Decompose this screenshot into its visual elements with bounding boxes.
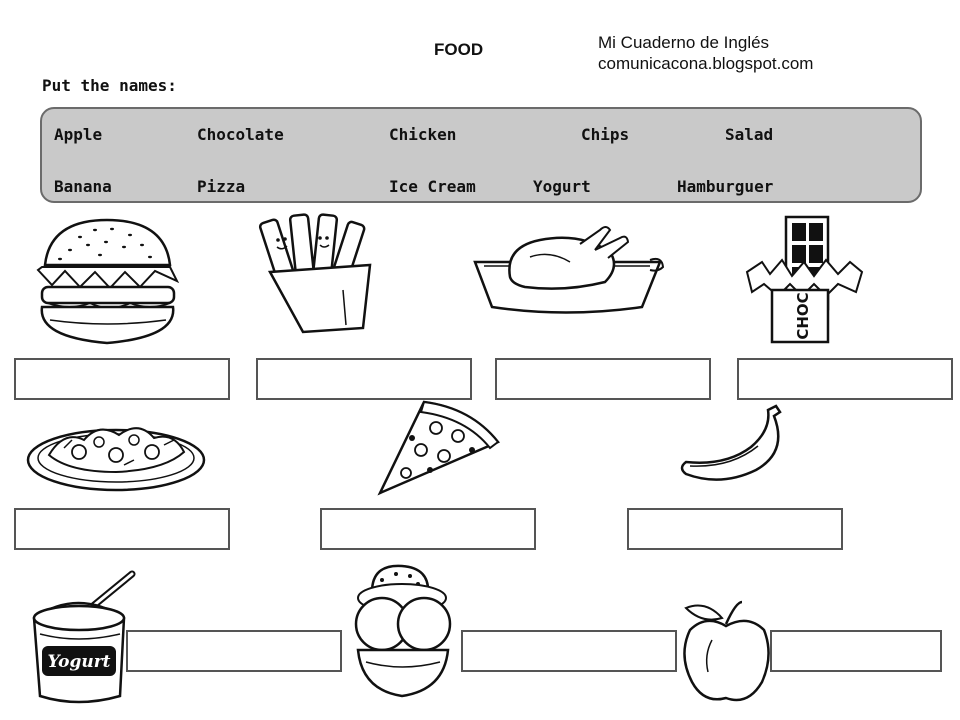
word-chips: Chips [581,125,630,144]
hamburger-image [30,215,185,350]
word-yogurt: Yogurt [533,177,591,196]
answer-box-apple[interactable] [770,630,942,672]
word-hamburguer: Hamburguer [677,177,774,196]
answer-box-banana[interactable] [627,508,843,550]
answer-box-hamburger[interactable] [14,358,230,400]
pizza-image [376,398,501,496]
yogurt-image: Yogurt [28,568,140,708]
chocolate-wrapper-text: CHOC [794,292,812,339]
answer-box-yogurt[interactable] [126,630,342,672]
answer-box-salad[interactable] [14,508,230,550]
salad-image [24,410,209,495]
chicken-image [470,222,665,320]
word-pizza: Pizza [197,177,246,196]
apple-image [682,600,772,708]
word-salad: Salad [725,125,774,144]
yogurt-label-text: Yogurt [47,652,110,672]
word-chicken: Chicken [389,125,457,144]
credit-line-blog: comunicacona.blogspot.com [598,54,814,73]
worksheet-title: FOOD [434,40,484,59]
answer-box-chocolate[interactable] [737,358,953,400]
word-ice-cream: Ice Cream [389,177,476,196]
word-bank [40,107,922,203]
banana-image [676,402,791,487]
chocolate-image: CHOC [742,212,867,347]
chips-image [258,210,383,335]
word-banana: Banana [54,177,112,196]
ice-cream-image [352,562,454,704]
instruction-text: Put the names: [42,76,177,95]
answer-box-chips[interactable] [256,358,472,400]
credit-block: Mi Cuaderno de Inglés comunicacona.blogs… [598,32,813,74]
word-apple: Apple [54,125,103,144]
credit-line-notebook: Mi Cuaderno de Inglés [598,33,770,52]
answer-box-pizza[interactable] [320,508,536,550]
word-chocolate: Chocolate [197,125,284,144]
answer-box-ice-cream[interactable] [461,630,677,672]
answer-box-chicken[interactable] [495,358,711,400]
